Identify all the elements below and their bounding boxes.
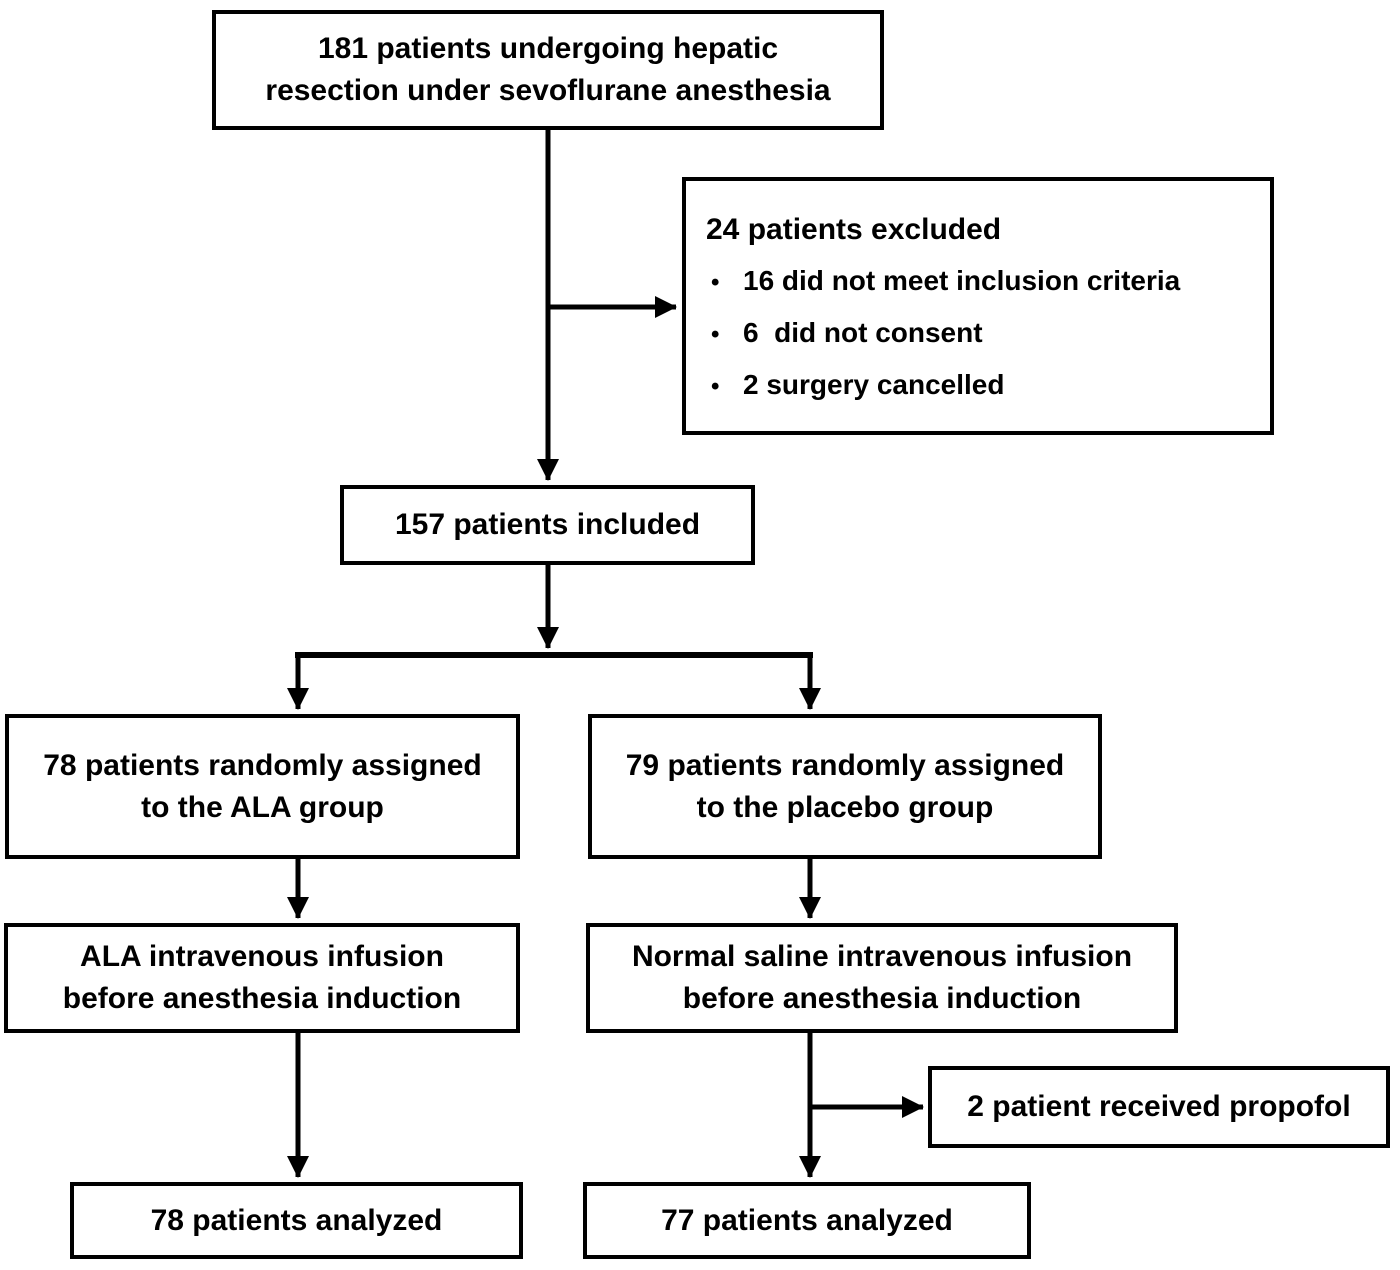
ala-analyzed-text: 78 patients analyzed: [150, 1203, 443, 1237]
included-box: 157 patients included: [340, 485, 755, 565]
placebo-group-text-line2: to the placebo group: [696, 790, 994, 824]
ala-analyzed-box: 78 patients analyzed: [70, 1182, 523, 1259]
ala-group-text-line2: to the ALA group: [141, 790, 384, 824]
saline-infusion-text-line1: Normal saline intravenous infusion: [631, 940, 1133, 973]
saline-infusion-box: Normal saline intravenous infusion befor…: [586, 923, 1178, 1033]
exclusion-item-1: • 16 did not meet inclusion criteria: [706, 258, 1262, 305]
saline-infusion-text-line2: before anesthesia induction: [682, 982, 1082, 1015]
exclusion-item-3-text: 2 surgery cancelled: [743, 369, 1005, 400]
placebo-analyzed-text: 77 patients analyzed: [661, 1203, 953, 1237]
ala-group-text-line1: 78 patients randomly assigned: [43, 748, 482, 782]
exclusion-box: 24 patients excluded • 16 did not meet i…: [682, 177, 1274, 435]
bullet-icon: •: [711, 373, 720, 400]
included-text: 157 patients included: [394, 508, 701, 541]
enrollment-text-line2: resection under sevoflurane anesthesia: [265, 74, 831, 107]
exclusion-item-2-text: 6 did not consent: [743, 317, 983, 348]
ala-group-box: 78 patients randomly assigned to the ALA…: [5, 714, 520, 859]
ala-infusion-text-line2: before anesthesia induction: [62, 982, 462, 1015]
ala-infusion-box: ALA intravenous infusion before anesthes…: [4, 923, 520, 1033]
exclusion-item-1-text: 16 did not meet inclusion criteria: [743, 265, 1181, 296]
placebo-group-text-line1: 79 patients randomly assigned: [625, 748, 1065, 782]
exclusion-item-2: • 6 did not consent: [706, 310, 1262, 357]
enrollment-box: 181 patients undergoing hepatic resectio…: [212, 10, 884, 130]
bullet-icon: •: [711, 321, 720, 348]
exclusion-item-3: • 2 surgery cancelled: [706, 362, 1262, 409]
bullet-icon: •: [711, 269, 720, 296]
placebo-analyzed-box: 77 patients analyzed: [583, 1182, 1031, 1259]
propofol-box: 2 patient received propofol: [928, 1066, 1390, 1148]
exclusion-title: 24 patients excluded: [706, 213, 1002, 246]
propofol-text: 2 patient received propofol: [967, 1090, 1351, 1123]
ala-infusion-text-line1: ALA intravenous infusion: [80, 940, 444, 973]
enrollment-text-line1: 181 patients undergoing hepatic: [317, 32, 779, 65]
placebo-group-box: 79 patients randomly assigned to the pla…: [588, 714, 1102, 859]
